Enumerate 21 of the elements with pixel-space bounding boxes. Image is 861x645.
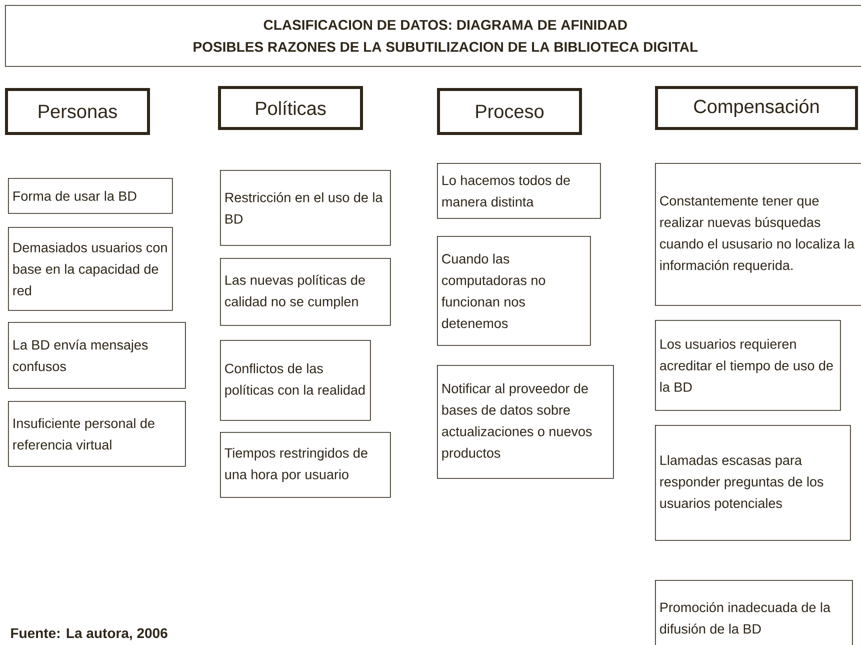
- note-card: Restricción en el uso de la BD: [220, 170, 391, 246]
- note-card: Conflictos de las políticas con la realidad: [220, 340, 371, 421]
- note-card: Cuando las computadoras no funcionan nos detenemos: [437, 236, 591, 346]
- source-caption: Fuente: La autora, 2006: [11, 628, 168, 640]
- note-card: Constantemente tener que realizar nuevas búsquedas cuando el ususario no localiza la información requerida.: [655, 163, 861, 306]
- category-header: Proceso: [437, 88, 582, 135]
- category-header: Políticas: [218, 86, 363, 130]
- note-card: Demasiados usuarios con base en la capacidad de red: [8, 227, 173, 311]
- note-card: La BD envía mensajes confusos: [8, 322, 186, 389]
- note-card: Tiempos restringidos de una hora por usuario: [220, 432, 391, 498]
- note-card: Llamadas escasas para responder preguntas de los usuarios potenciales: [655, 425, 851, 541]
- category-header: Compensación: [655, 86, 858, 130]
- title-box: CLASIFICACION DE DATOS: DIAGRAMA DE AFINIDAD POSIBLES RAZONES DE LA SUBUTILIZACION DE LA BIBLIOTECA DIGITAL: [5, 5, 861, 67]
- note-card: Notificar al proveedor de bases de datos sobre actualizaciones o nuevos productos: [437, 365, 614, 479]
- note-card: Lo hacemos todos de manera distinta: [437, 163, 601, 219]
- note-card: Los usuarios requieren acreditar el tiempo de uso de la BD: [655, 320, 841, 411]
- category-header: Personas: [5, 88, 150, 135]
- note-card: Forma de usar la BD: [8, 178, 173, 214]
- note-card: Insuficiente personal de referencia virtual: [8, 401, 186, 467]
- note-card: Las nuevas políticas de calidad no se cumplen: [220, 258, 391, 326]
- note-card: Promoción inadecuada de la difusión de la BD: [655, 580, 853, 645]
